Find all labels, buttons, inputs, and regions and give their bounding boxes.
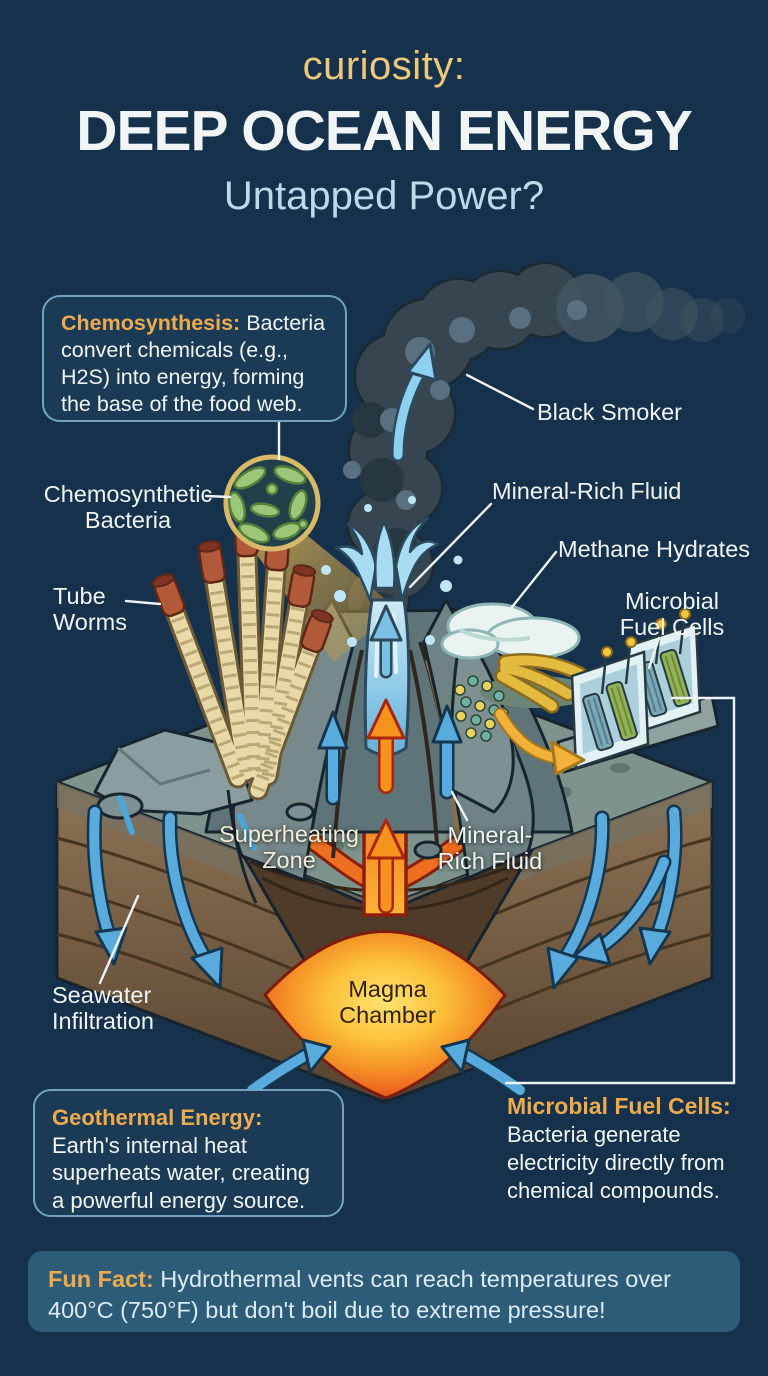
brand-kicker: curiosity: [302, 44, 466, 88]
label-black-smoker: Black Smoker [537, 399, 682, 425]
seawater-arrows-right-icon [440, 804, 683, 1098]
seawater-arrows-left-icon [86, 795, 332, 1098]
label-tube-worms: Tube Worms [53, 583, 127, 636]
callout-geothermal-body: Earth's internal heat superheats water, … [52, 1132, 311, 1214]
magma-chamber-icon [238, 848, 534, 1102]
label-mineral-rich-fluid-lower: Mineral-Rich Fluid [437, 822, 543, 875]
fun-fact-body: Hydrothermal vents can reach temperature… [48, 1266, 671, 1324]
connector-lines [98, 373, 736, 1085]
callout-chemosynthesis: Chemosynthesis: Bacteria convert chemica… [42, 295, 347, 422]
page-subtitle: Untapped Power? [223, 174, 545, 218]
callout-chemosynthesis-body: Bacteria convert chemicals (e.g., H2S) i… [61, 311, 326, 417]
fun-fact-banner: Fun Fact: Hydrothermal vents can reach t… [28, 1251, 740, 1332]
tube-worms-icon [151, 514, 334, 801]
label-methane-hydrates: Methane Hydrates [558, 536, 751, 562]
smoke-up-arrow-icon [391, 342, 438, 462]
fun-fact-title: Fun Fact: [48, 1266, 154, 1292]
callout-geothermal-title: Geothermal Energy: [52, 1105, 263, 1130]
callout-geothermal: Geothermal Energy:Earth's internal heat … [33, 1089, 344, 1217]
rising-water-arrows-icon [317, 704, 463, 806]
magma-up-arrows-icon [366, 698, 406, 914]
rocks-icon [93, 728, 443, 904]
label-microbial-fuel-cells: Microbial Fuel Cells [619, 588, 725, 641]
label-superheating-zone: Superheating Zone [219, 821, 359, 874]
page-title: DEEP OCEAN ENERGY [76, 99, 692, 163]
label-mineral-rich-fluid-top: Mineral-Rich Fluid [492, 478, 682, 504]
methane-hydrates-icon [440, 602, 581, 660]
bacteria-magnifier-icon [223, 454, 321, 552]
vent-coral-icon [480, 653, 592, 714]
callout-microbial-title: Microbial Fuel Cells: [507, 1093, 731, 1119]
callout-chemosynthesis-title: Chemosynthesis: [61, 311, 241, 335]
fuel-cells-icon [556, 608, 720, 774]
label-chemosynthetic-bacteria: Chemosynthetic Bacteria [43, 481, 213, 534]
callout-microbial-fuel-cells: Microbial Fuel Cells: Bacteria generate e… [507, 1092, 745, 1205]
label-seawater-infiltration: Seawater Infiltration [52, 982, 154, 1035]
label-magma-chamber: Magma Chamber [339, 976, 436, 1029]
callout-microbial-body: Bacteria generate electricity directly f… [507, 1122, 725, 1204]
chemical-flow-arrow-icon [493, 707, 586, 776]
vent-fluid-icon [314, 496, 463, 757]
